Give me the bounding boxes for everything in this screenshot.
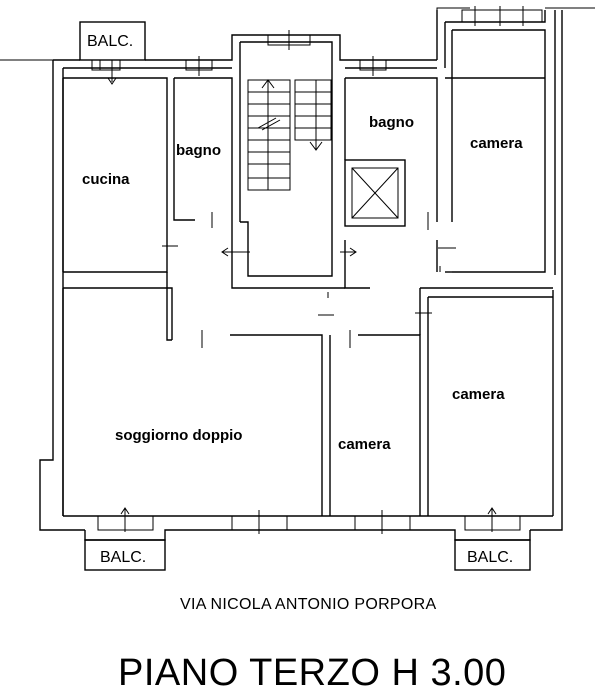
- windows: [91, 6, 543, 534]
- room-label-camera-bottom-right: camera: [452, 386, 505, 403]
- balcony-bottom-left: BALC.: [84, 539, 166, 571]
- balcony-bottom-right: BALC.: [454, 539, 531, 571]
- balcony-bottom-right-label: BALC.: [467, 549, 513, 566]
- exterior-walls: [39, 10, 563, 541]
- room-label-camera-top-right: camera: [470, 135, 523, 152]
- balcony-top: BALC.: [79, 21, 146, 61]
- street-name: VIA NICOLA ANTONIO PORPORA: [180, 596, 436, 613]
- balcony-top-label: BALC.: [87, 33, 133, 50]
- staircase: [247, 79, 332, 191]
- room-label-cucina: cucina: [82, 171, 130, 188]
- floor-title: PIANO TERZO H 3.00: [118, 652, 506, 694]
- room-label-bagno-left: bagno: [176, 142, 221, 159]
- site-boundary: [0, 7, 595, 61]
- door-marks: [162, 212, 456, 348]
- interior-walls: [62, 29, 553, 516]
- room-label-soggiorno: soggiorno doppio: [115, 427, 242, 444]
- room-label-camera-center: camera: [338, 436, 391, 453]
- balcony-bottom-left-label: BALC.: [100, 549, 146, 566]
- room-label-bagno-right: bagno: [369, 114, 414, 131]
